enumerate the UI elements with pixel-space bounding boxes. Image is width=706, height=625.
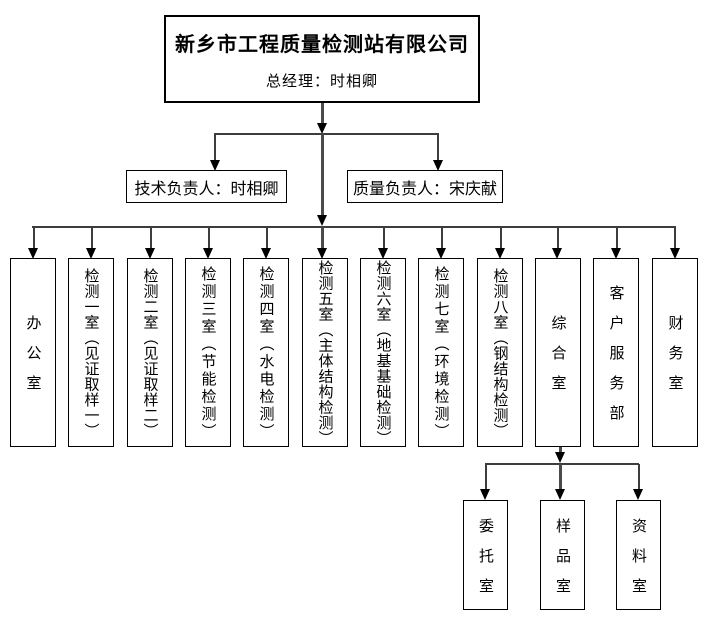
- connector-departments-horizontal: [32, 226, 676, 228]
- arrowhead-down-icon: [145, 248, 155, 259]
- connector-trunk-vertical: [321, 134, 324, 216]
- sub-dept-commission-room: 委托室: [463, 500, 508, 610]
- dept-label: 综合室: [549, 315, 567, 405]
- dept-label: 检测七室︵环境检测︶: [432, 266, 450, 442]
- dept-office: 办公室: [10, 258, 56, 447]
- arrowhead-down-icon: [86, 248, 96, 259]
- arrowhead-down-icon: [317, 215, 327, 226]
- dept-test-room-6: 检测六室︵地基基础检测︶: [360, 258, 406, 447]
- dept-label: 客户服务部: [607, 285, 625, 435]
- dept-label: 检测四室︵水电检测︶: [257, 266, 275, 442]
- connector-dept-stub: [150, 227, 152, 249]
- arrowhead-down-icon: [317, 123, 327, 134]
- arrowhead-down-icon: [378, 248, 388, 259]
- dept-test-room-7: 检测七室︵环境检测︶: [418, 258, 464, 447]
- dept-test-room-5: 检测五室︵主体结构检测︶: [302, 258, 348, 447]
- dept-label: 检测八室︵钢结构检测︶: [491, 267, 509, 439]
- arrowhead-down-icon: [552, 248, 562, 259]
- quality-director-label: 质量负责人：宋庆献: [352, 180, 497, 198]
- dept-customer-service: 客户服务部: [593, 258, 639, 447]
- dept-test-room-1: 检测一室︵见证取样一︶: [68, 258, 114, 447]
- connector-dept-stub: [321, 227, 324, 249]
- general-manager-label: 总经理：时相卿: [265, 72, 378, 90]
- connector-dept-stub: [91, 227, 93, 249]
- dept-general-office: 综合室: [535, 258, 581, 447]
- dept-test-room-8: 检测八室︵钢结构检测︶: [477, 258, 523, 447]
- connector-dept-stub: [500, 227, 502, 249]
- connector-dept-stub: [674, 227, 676, 249]
- dept-label: 检测一室︵见证取样一︶: [82, 267, 100, 439]
- arrowhead-down-icon: [317, 248, 327, 259]
- dept-test-room-3: 检测三室︵节能检测︶: [185, 258, 231, 447]
- connector-subdept-stub: [638, 464, 640, 490]
- arrowhead-down-icon: [433, 160, 443, 171]
- connector-leader-left-stub: [214, 134, 216, 161]
- connector-leaders-horizontal: [214, 133, 439, 135]
- arrowhead-down-icon: [480, 489, 490, 500]
- arrowhead-down-icon: [203, 248, 213, 259]
- technical-director-box: 技术负责人：时相卿: [126, 170, 287, 203]
- company-name: 新乡市工程质量检测站有限公司: [175, 33, 469, 56]
- connector-subdepts-horizontal: [485, 463, 639, 465]
- dept-finance: 财务室: [652, 258, 698, 447]
- arrowhead-down-icon: [633, 489, 643, 500]
- arrowhead-down-icon: [611, 248, 621, 259]
- dept-label: 检测五室︵主体结构检测︶: [316, 259, 334, 446]
- connector-dept-stub: [616, 227, 618, 249]
- sub-dept-label: 资料室: [630, 517, 647, 608]
- arrowhead-down-icon: [210, 160, 220, 171]
- sub-dept-sample-room: 样品室: [540, 500, 585, 610]
- sub-dept-label: 样品室: [554, 517, 571, 608]
- dept-test-room-4: 检测四室︵水电检测︶: [243, 258, 289, 447]
- arrowhead-down-icon: [436, 248, 446, 259]
- dept-test-room-2: 检测二室︵见证取样二︶: [127, 258, 173, 447]
- connector-dept-stub: [208, 227, 210, 249]
- connector-dept-stub: [441, 227, 443, 249]
- arrowhead-down-icon: [495, 248, 505, 259]
- dept-label: 财务室: [666, 315, 684, 405]
- connector-dept-stub: [557, 227, 559, 249]
- arrowhead-down-icon: [261, 248, 271, 259]
- arrowhead-down-icon: [555, 452, 565, 463]
- dept-label: 检测三室︵节能检测︶: [199, 266, 217, 442]
- company-root-box: 新乡市工程质量检测站有限公司 总经理：时相卿: [164, 15, 480, 103]
- connector-subdept-stub: [559, 464, 562, 490]
- dept-label: 检测六室︵地基基础检测︶: [374, 259, 392, 446]
- connector-root-vertical: [321, 103, 324, 124]
- connector-dept-stub: [266, 227, 268, 249]
- connector-general-office-vertical: [559, 447, 562, 454]
- connector-subdept-stub: [485, 464, 487, 490]
- arrowhead-down-icon: [670, 248, 680, 259]
- quality-director-box: 质量负责人：宋庆献: [347, 170, 503, 203]
- connector-dept-stub: [383, 227, 385, 249]
- dept-label: 检测二室︵见证取样二︶: [141, 267, 159, 439]
- arrowhead-down-icon: [28, 248, 38, 259]
- connector-leader-right-stub: [437, 134, 439, 161]
- dept-label: 办公室: [24, 315, 42, 405]
- sub-dept-label: 委托室: [477, 517, 494, 608]
- connector-dept-stub: [33, 227, 35, 249]
- arrowhead-down-icon: [555, 489, 565, 500]
- sub-dept-archive-room: 资料室: [616, 500, 661, 610]
- technical-director-label: 技术负责人：时相卿: [134, 180, 279, 198]
